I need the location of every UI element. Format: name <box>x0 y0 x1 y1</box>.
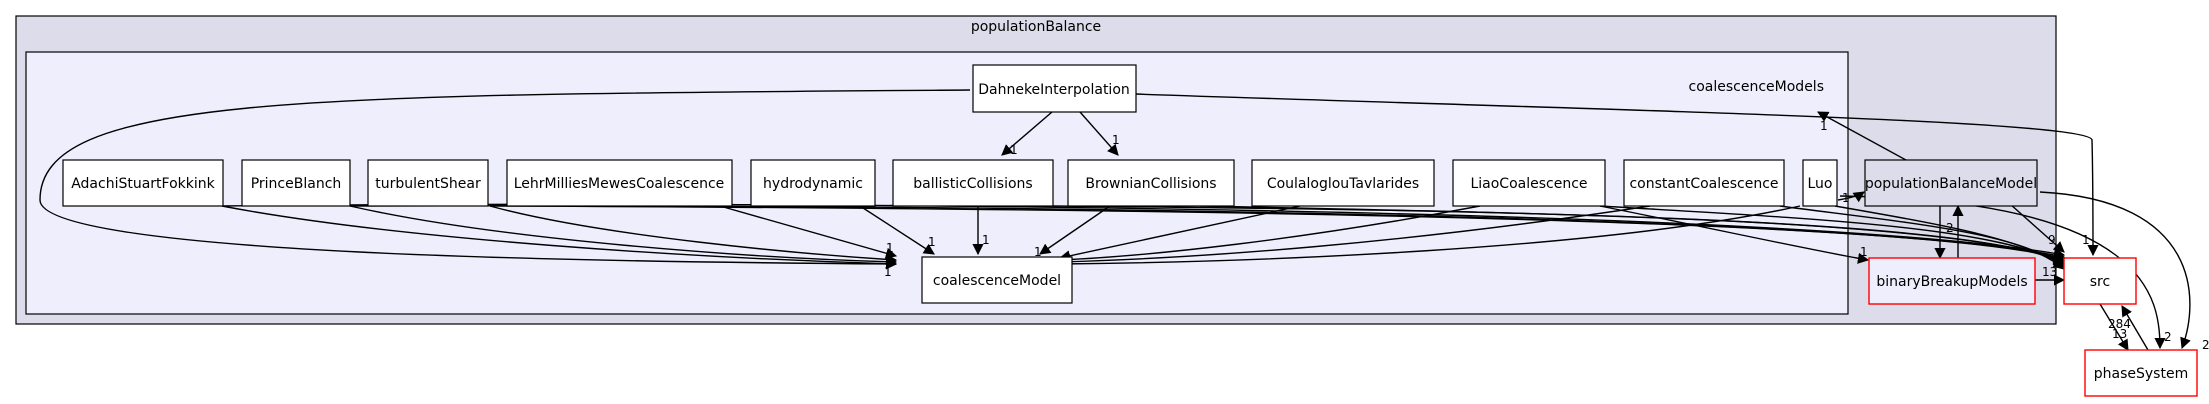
node-coulaloglou-tavlarides[interactable]: CoulaloglouTavlarides <box>1251 159 1435 207</box>
node-box <box>1802 159 1838 207</box>
node-box <box>1864 159 2038 207</box>
cluster-outer-title: populationBalance <box>971 19 1101 35</box>
edge-phase-src <box>2121 305 2149 351</box>
edge-liao-binary <box>1599 205 1870 264</box>
node-box <box>1452 159 1606 207</box>
edge-adachi-cm <box>221 205 898 270</box>
edge-dahneke-ballistic <box>1001 111 1053 156</box>
edge-dahneke-brownian <box>1079 111 1119 156</box>
node-box <box>1623 159 1785 207</box>
edge-pbm-phase <box>2039 191 2191 350</box>
node-ballistic-collisions[interactable]: ballisticCollisions <box>892 159 1054 207</box>
node-dahneke-interpolation[interactable]: DahnekeInterpolation <box>972 64 1137 113</box>
label-pbm-phase: 2 <box>2202 338 2209 352</box>
edge-liao-cm <box>1058 205 1481 266</box>
node-binary-breakup-models[interactable]: binaryBreakupModels <box>1868 257 2036 305</box>
edge-src-phase <box>2099 303 2129 351</box>
label-pbm-cmodels: 1 <box>1820 119 1828 133</box>
node-box <box>921 256 1073 304</box>
node-box <box>892 159 1054 207</box>
edge-brownian-cm <box>1039 205 1111 255</box>
node-box <box>750 159 876 207</box>
label-adachi-cm: 1 <box>884 265 892 279</box>
node-adachi-stuart-fokkink[interactable]: AdachiStuartFokkink <box>62 159 224 207</box>
node-lehr-millies-mewes-coalescence[interactable]: LehrMilliesMewesCoalescence <box>506 159 733 207</box>
cluster-inner-title: coalescenceModels <box>1689 79 1824 95</box>
node-brownian-collisions[interactable]: BrownianCollisions <box>1067 159 1235 207</box>
edge-constant-src <box>1779 205 2065 268</box>
node-box <box>1251 159 1435 207</box>
node-box <box>506 159 733 207</box>
edges <box>39 89 2191 351</box>
edge-brownian-src <box>1199 205 2066 264</box>
node-label: AdachiStuartFokkink <box>71 176 215 192</box>
node-label: Luo <box>1808 176 1833 192</box>
label-hydro-cm: 1 <box>928 235 936 249</box>
node-liao-coalescence[interactable]: LiaoCoalescence <box>1452 159 1606 207</box>
node-label: hydrodynamic <box>763 176 863 192</box>
label-princeblanch-cm: 1 <box>886 253 894 267</box>
node-label: src <box>2090 274 2110 290</box>
node-population-balance-model[interactable]: populationBalanceModel <box>1864 159 2038 207</box>
node-label: phaseSystem <box>2094 366 2188 382</box>
edge-princeblanch-cm <box>349 205 898 268</box>
label-dahneke-ballistic: 1 <box>1010 143 1018 157</box>
node-label: LiaoCoalescence <box>1470 176 1587 192</box>
edge-lehr-cm <box>719 205 898 259</box>
node-box <box>2084 349 2198 397</box>
node-box <box>62 159 224 207</box>
edge-coulaloglou-cm <box>1058 205 1301 262</box>
edge-hydro-cm <box>859 205 935 255</box>
label-dahneke-brownian: 1 <box>1112 133 1120 147</box>
node-src[interactable]: src <box>2063 257 2137 305</box>
node-phase-system[interactable]: phaseSystem <box>2084 349 2198 397</box>
node-label: binaryBreakupModels <box>1876 274 2027 290</box>
node-label: PrinceBlanch <box>251 176 342 192</box>
node-coalescence-model[interactable]: coalescenceModel <box>921 256 1073 304</box>
label-ballistic-cm: 1 <box>982 233 990 247</box>
node-label: constantCoalescence <box>1629 176 1778 192</box>
label-luo-pbm: 1 <box>1842 191 1850 205</box>
label-src-phase: 284 <box>2108 317 2131 331</box>
node-label: populationBalanceModel <box>1865 176 2037 192</box>
node-label: CoulaloglouTavlarides <box>1267 176 1419 192</box>
node-box <box>241 159 351 207</box>
edge-pbm-cluster <box>1817 111 1907 161</box>
node-box <box>1067 159 1235 207</box>
node-box <box>2063 257 2137 305</box>
label-phase-src2: 2 <box>2164 330 2172 344</box>
node-luo[interactable]: Luo <box>1802 159 1838 207</box>
label-lehr-cm: 1 <box>886 241 894 255</box>
node-box <box>367 159 489 207</box>
node-label: turbulentShear <box>375 176 481 192</box>
edge-turbulentshear-src <box>489 205 2066 262</box>
node-label: coalescenceModel <box>933 273 1061 289</box>
edge-dahneke-coalescencemodel <box>39 89 971 270</box>
label-brownian-cm: 1 <box>1034 245 1042 259</box>
node-label: LehrMilliesMewesCoalescence <box>514 176 725 192</box>
node-label: BrownianCollisions <box>1085 176 1216 192</box>
edge-luo-src <box>1834 205 2065 270</box>
node-hydrodynamic[interactable]: hydrodynamic <box>750 159 876 207</box>
node-prince-blanch[interactable]: PrinceBlanch <box>241 159 351 207</box>
nodes: DahnekeInterpolation AdachiStuartFokkink… <box>62 64 2198 397</box>
label-pbm-binary: 2 <box>1946 221 1954 235</box>
edge-luo-cm <box>1058 205 1801 270</box>
node-label: DahnekeInterpolation <box>978 82 1130 98</box>
node-label: ballisticCollisions <box>913 176 1032 192</box>
label-pbm-src: 9 <box>2048 233 2056 247</box>
edge-pbm-src <box>2009 203 2065 253</box>
label-dahneke-src: 1 <box>2082 233 2090 247</box>
node-turbulent-shear[interactable]: turbulentShear <box>367 159 489 207</box>
label-binary-src: 13 <box>2042 265 2057 279</box>
node-box <box>972 64 1137 113</box>
edge-turbulentshear-cm <box>489 205 898 265</box>
edge-dahneke-src <box>1134 93 2099 257</box>
label-liao-binary: 1 <box>1860 245 1868 259</box>
label-phase-src: 13 <box>2112 327 2127 341</box>
node-constant-coalescence[interactable]: constantCoalescence <box>1623 159 1785 207</box>
node-box <box>1868 257 2036 305</box>
